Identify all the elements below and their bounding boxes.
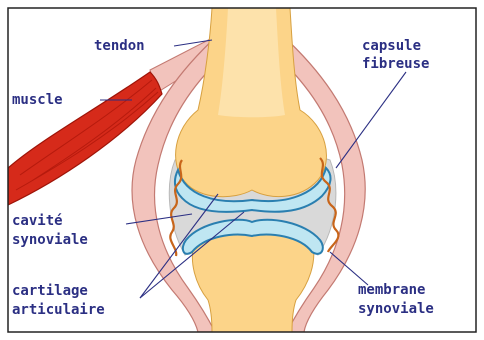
upper-bone-core	[218, 8, 285, 117]
label-muscle: muscle	[12, 92, 63, 108]
label-cavite-line1: cavité	[12, 213, 63, 229]
label-cartilage-line1: cartilage	[12, 283, 88, 299]
label-capsule-line1: capsule	[362, 38, 421, 54]
label-membrane-line2: synoviale	[358, 301, 434, 317]
label-cartilage-line2: articulaire	[12, 302, 105, 318]
label-capsule-line2: fibreuse	[362, 56, 429, 72]
label-tendon: tendon	[94, 38, 145, 54]
label-cavite-line2: synoviale	[12, 232, 88, 248]
label-membrane-line1: membrane	[358, 282, 425, 298]
